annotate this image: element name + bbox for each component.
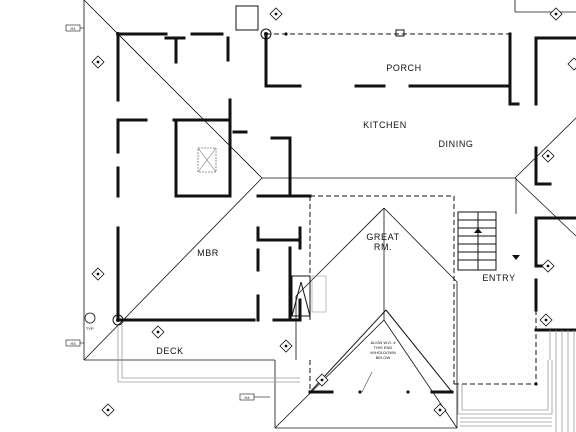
tag-h3: H3 bbox=[70, 341, 76, 346]
room-label-great-line2: RM. bbox=[374, 242, 392, 252]
tag-h4: H4 bbox=[244, 395, 250, 400]
holdown-note-line-2: THIS END bbox=[374, 345, 393, 350]
chimney-box bbox=[235, 5, 259, 31]
holdown-note-line-3: W/HOLDOWN bbox=[370, 350, 396, 355]
room-label-great-line1: GREAT bbox=[366, 232, 399, 242]
tag-typ: TYP. bbox=[86, 326, 94, 331]
skylight bbox=[197, 147, 217, 173]
roof-lines bbox=[83, 0, 576, 429]
walls bbox=[116, 32, 576, 394]
detail-tags bbox=[84, 7, 576, 417]
deck-outline bbox=[117, 324, 553, 415]
closet-detail bbox=[291, 275, 327, 317]
room-label-dining: DINING bbox=[438, 139, 473, 149]
corner-target-marks bbox=[112, 28, 272, 326]
room-label-kitchen: KITCHEN bbox=[363, 120, 407, 130]
holdown-note-line-1: ALIGN W.D. # bbox=[370, 340, 396, 345]
post-markers bbox=[116, 32, 538, 394]
room-label-entry: ENTRY bbox=[482, 273, 515, 283]
tag-h1: H1 bbox=[70, 26, 76, 31]
railing bbox=[460, 330, 575, 432]
room-label-deck: DECK bbox=[156, 346, 183, 356]
holdown-note-line-4: BELOW bbox=[376, 355, 391, 360]
stairs bbox=[457, 211, 520, 271]
reference-tags bbox=[65, 24, 373, 401]
vent-box bbox=[395, 29, 405, 37]
room-label-porch: PORCH bbox=[386, 63, 422, 73]
room-label-mbr: MBR bbox=[197, 248, 219, 258]
beam-lines bbox=[266, 33, 537, 392]
